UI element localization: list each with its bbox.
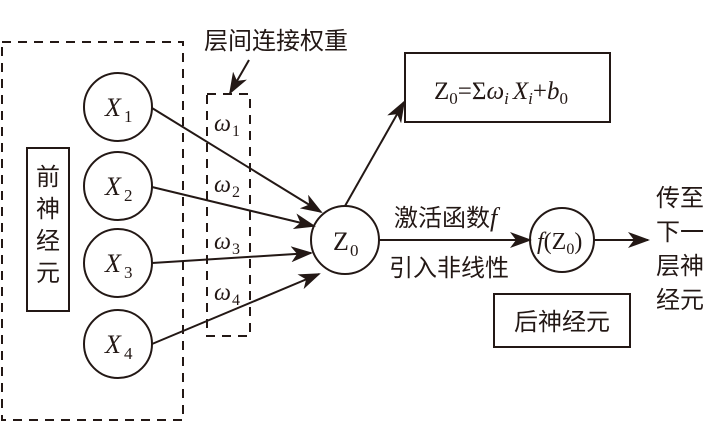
weight-w4: ω 4 <box>214 280 240 309</box>
input-node-x4: X 4 <box>83 309 153 379</box>
next-layer-line: 传至 <box>656 184 704 212</box>
weights-caption-arrow <box>229 59 250 95</box>
next-layer-line: 层神 <box>656 252 704 280</box>
next-layer-line: 经元 <box>656 286 704 314</box>
post-neuron-box <box>493 293 631 348</box>
weights-group-box <box>206 93 251 337</box>
input-sub: 4 <box>124 344 133 363</box>
svg-text:ω: ω <box>214 229 231 255</box>
output-node-f-z0: f(Z0) <box>529 207 595 273</box>
edge-x3-z0 <box>151 246 313 264</box>
pre-neuron-char: 经 <box>36 227 60 255</box>
pre-neuron-group-box <box>1 41 184 421</box>
svg-text:4: 4 <box>232 292 240 309</box>
weight-w1: ω 1 <box>214 111 240 140</box>
input-node-x1: X 1 <box>83 72 153 142</box>
next-layer-line: 下一 <box>656 218 704 246</box>
weight-w3: ω 3 <box>214 229 240 258</box>
pre-neuron-label-box <box>26 147 70 312</box>
input-var: X <box>104 249 122 278</box>
edge-z0-formula <box>344 100 405 207</box>
pre-neuron-char: 元 <box>36 259 60 287</box>
input-sub: 2 <box>124 186 133 205</box>
sum-var: Z <box>333 227 349 256</box>
sum-node-z0: Z 0 <box>310 205 380 275</box>
svg-text:2: 2 <box>232 184 240 201</box>
weights-caption: 层间连接权重 <box>204 27 348 55</box>
pre-neuron-char: 前 <box>36 163 60 191</box>
input-var: X <box>104 172 122 201</box>
sum-sub: 0 <box>350 241 359 260</box>
input-node-x2: X 2 <box>83 151 153 221</box>
input-var: X <box>104 93 122 122</box>
edge-x4-z0 <box>151 273 321 345</box>
formula-box <box>404 52 611 123</box>
svg-text:ω: ω <box>214 172 231 198</box>
svg-text:ω: ω <box>214 111 231 137</box>
svg-text:3: 3 <box>232 241 240 258</box>
activation-label-bottom: 引入非线性 <box>389 254 509 282</box>
pre-neuron-char: 神 <box>36 195 60 223</box>
svg-text:ω: ω <box>214 280 231 306</box>
input-node-x3: X 3 <box>83 228 153 298</box>
weight-w2: ω 2 <box>214 172 240 201</box>
input-sub: 1 <box>124 107 133 126</box>
svg-text:1: 1 <box>232 123 240 140</box>
output-expr: f(Z0) <box>537 229 582 258</box>
input-sub: 3 <box>124 263 133 282</box>
activation-label-top: 激活函数f <box>394 203 501 232</box>
post-neuron-label: 后神经元 <box>514 308 610 336</box>
edge-x1-z0 <box>151 107 323 214</box>
input-var: X <box>104 330 122 359</box>
edge-x2-z0 <box>151 186 316 230</box>
